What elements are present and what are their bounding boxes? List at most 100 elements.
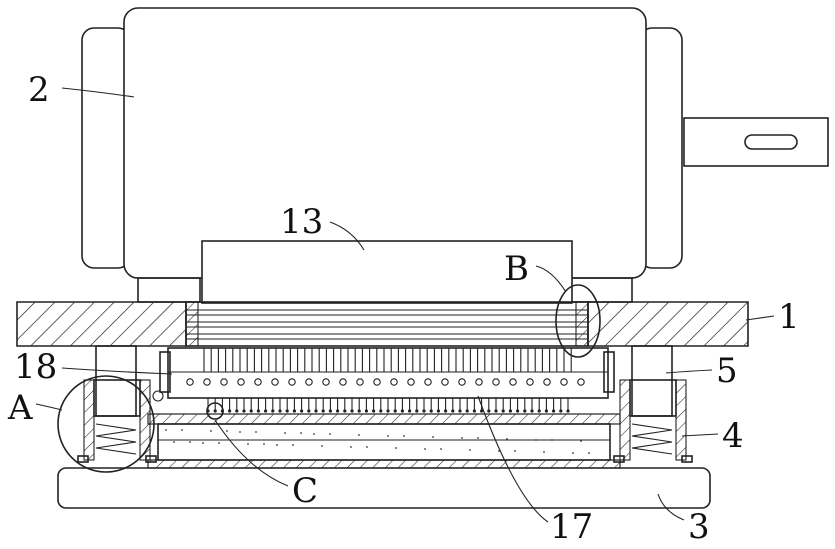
vent-hole (340, 379, 346, 385)
vent-hole (544, 379, 550, 385)
sediment-dot (226, 430, 228, 432)
sediment-dot (313, 433, 315, 435)
vent-hole (527, 379, 533, 385)
bristle-tip (264, 409, 267, 412)
sediment-dot (477, 437, 479, 439)
vent-hole (425, 379, 431, 385)
bristle-tip (271, 409, 274, 412)
bristle-tip (278, 409, 281, 412)
bristle-tip (552, 409, 555, 412)
bristle-tip (372, 409, 375, 412)
vent-hole (493, 379, 499, 385)
bristle-tip (257, 409, 260, 412)
sediment-dot (543, 451, 545, 453)
vent-hole (391, 379, 397, 385)
bristle-tip (365, 409, 368, 412)
sediment-dot (588, 452, 590, 454)
bristle-tip (487, 409, 490, 412)
bristle-tip (422, 409, 425, 412)
vent-hole (442, 379, 448, 385)
vent-hole (306, 379, 312, 385)
bristle-tip (350, 409, 353, 412)
bristle-tip (430, 409, 433, 412)
bristle-tip (566, 409, 569, 412)
vent-hole (187, 379, 193, 385)
sediment-dot (329, 433, 331, 435)
bristle-tip (293, 409, 296, 412)
label-plate: 1 (778, 297, 800, 337)
left-spring-housing (78, 380, 156, 462)
bristle-tip (516, 409, 519, 412)
sediment-dot (469, 449, 471, 451)
bristle-tip (314, 409, 317, 412)
sediment-dot (461, 437, 463, 439)
bristle-tip (408, 409, 411, 412)
bristle-tip (401, 409, 404, 412)
vent-hole (255, 379, 261, 385)
bristle-tip (530, 409, 533, 412)
sediment-dot (424, 448, 426, 450)
bristle-tip (502, 409, 505, 412)
bristle-tip (336, 409, 339, 412)
vent-hole (578, 379, 584, 385)
bristle-tip (386, 409, 389, 412)
sediment-dot (387, 435, 389, 437)
right-spring-housing (614, 380, 692, 462)
vent-hole (561, 379, 567, 385)
sediment-dot (263, 443, 265, 445)
sediment-dot (165, 429, 167, 431)
label-3: 3 (688, 507, 710, 547)
vent-hole (357, 379, 363, 385)
sediment-dot (366, 446, 368, 448)
sediment-dot (292, 444, 294, 446)
bristle-tip (300, 409, 303, 412)
sediment-dot (506, 438, 508, 440)
vent-hole (289, 379, 295, 385)
sediment-dot (535, 439, 537, 441)
label-5: 5 (716, 351, 738, 391)
mounting-plate (17, 302, 748, 346)
sediment-dot (358, 434, 360, 436)
bristle-tip (473, 409, 476, 412)
sediment-dot (300, 432, 302, 434)
sediment-dot (255, 431, 257, 433)
vent-hole (510, 379, 516, 385)
bristle-tip (466, 409, 469, 412)
bristle-tip (286, 409, 289, 412)
bristle-tip (235, 409, 238, 412)
sediment-dot (440, 448, 442, 450)
sediment-dot (247, 443, 249, 445)
vent-hole (221, 379, 227, 385)
sediment-dot (572, 452, 574, 454)
sediment-dot (276, 444, 278, 446)
vent-hole (272, 379, 278, 385)
sediment-dot (350, 446, 352, 448)
label-detail-c: C (292, 471, 318, 511)
bristle-tip (415, 409, 418, 412)
bristle-tip (322, 409, 325, 412)
vent-hole (374, 379, 380, 385)
bristle-tip (538, 409, 541, 412)
bristle-tip (509, 409, 512, 412)
bristle-tip (458, 409, 461, 412)
bristle-tip (343, 409, 346, 412)
sediment-dot (218, 442, 220, 444)
bristle-tip (437, 409, 440, 412)
bristle-tip (358, 409, 361, 412)
sediment-dot (173, 441, 175, 443)
bristle-tip (545, 409, 548, 412)
bristle-tip (559, 409, 562, 412)
label-heatsink: 13 (280, 202, 323, 242)
sediment-dot (202, 442, 204, 444)
vent-hole (238, 379, 244, 385)
collection-tray (148, 414, 620, 468)
bristle-tip (250, 409, 253, 412)
label-4: 4 (722, 416, 744, 456)
bristle-tip (494, 409, 497, 412)
sediment-dot (189, 441, 191, 443)
bristle-tip (228, 409, 231, 412)
bristle-tip (307, 409, 310, 412)
label-motor: 2 (28, 70, 50, 110)
vent-hole (204, 379, 210, 385)
